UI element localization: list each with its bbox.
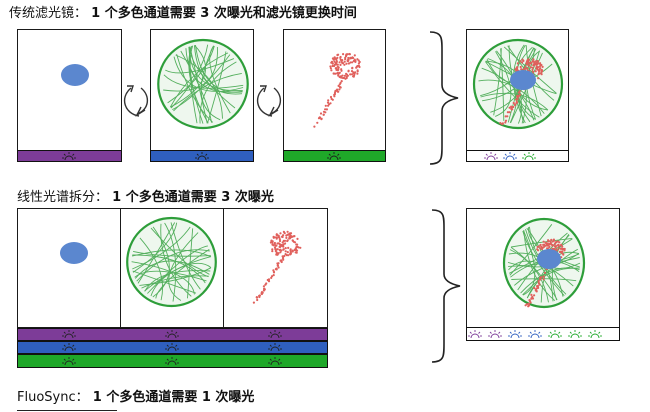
right-brace-icon-2 xyxy=(431,209,461,363)
sun-icon-spectral-a1 xyxy=(62,343,76,352)
sun-icon-composite-2 xyxy=(522,152,536,161)
sun-icon-spectral-c0 xyxy=(268,330,282,339)
sun-icon-purple xyxy=(62,152,76,161)
filter-composite-bar xyxy=(466,150,569,162)
cytoskeleton-fibers xyxy=(163,44,244,124)
sun-icon-spectral-a0 xyxy=(62,330,76,339)
cell-membrane xyxy=(157,38,249,130)
fluosync-underline xyxy=(17,410,117,411)
nucleus-shape xyxy=(61,64,89,86)
right-brace-icon xyxy=(429,31,459,165)
filter-panel-cytoskeleton xyxy=(150,29,254,151)
composite-image xyxy=(472,38,564,130)
sun-icon-spectral-composite-1 xyxy=(488,330,502,339)
composite-nucleus-2 xyxy=(537,249,561,269)
sun-icon-spectral-c2 xyxy=(268,357,282,366)
spectral-composite-panel xyxy=(466,208,620,328)
spectral-divider-2 xyxy=(223,208,224,368)
cell-membrane xyxy=(126,216,217,308)
mitochondria-dots xyxy=(252,230,302,304)
heading-fluosync: FluoSync： 1 个多色通道需要 1 次曝光 xyxy=(17,390,254,406)
spectral-bar-blue xyxy=(17,341,328,354)
sun-icon-spectral-b2 xyxy=(165,357,179,366)
filter-panel-mito xyxy=(283,29,386,151)
heading-fluosync-lead: FluoSync： xyxy=(17,390,89,405)
spectral-divider-1 xyxy=(120,208,121,368)
spectral-mito-image xyxy=(252,230,302,304)
sun-icon-spectral-a2 xyxy=(62,357,76,366)
composite-nucleus xyxy=(510,70,536,90)
sun-icon-spectral-composite-2 xyxy=(508,330,522,339)
heading-spectral: 线性光谱拆分： 1 个多色通道需要 3 次曝光 xyxy=(17,190,274,206)
rotate-arrow-icon xyxy=(123,85,148,117)
filter-composite-panel xyxy=(466,29,569,151)
spectral-bar-purple xyxy=(17,328,328,341)
filter-panel-nucleus xyxy=(17,29,122,151)
sun-icon-composite-1 xyxy=(503,152,517,161)
sun-icon-spectral-b1 xyxy=(165,343,179,352)
sun-icon-spectral-composite-6 xyxy=(588,330,602,339)
cytoskeleton-image xyxy=(157,38,249,130)
heading-spectral-lead: 线性光谱拆分： xyxy=(17,190,109,205)
sun-icon-spectral-composite-0 xyxy=(468,330,482,339)
spectral-cytoskeleton-image xyxy=(126,216,217,308)
spectral-composite-bar xyxy=(466,327,620,341)
heading-filter: 传统滤光镜： 1 个多色通道需要 3 次曝光和滤光镜更换时间 xyxy=(9,6,357,22)
rotate-arrow-icon-2 xyxy=(256,85,281,117)
mito-image xyxy=(313,52,361,128)
spectral-nucleus-shape xyxy=(60,242,88,264)
sun-icon-spectral-c1 xyxy=(268,343,282,352)
mitochondria-dots xyxy=(313,52,361,128)
cytoskeleton-fibers xyxy=(507,224,581,303)
spectral-composite-image xyxy=(502,217,586,309)
spectral-nucleus-image xyxy=(60,242,88,264)
sun-icon-blue xyxy=(195,152,209,161)
heading-spectral-rest: 1 个多色通道需要 3 次曝光 xyxy=(112,190,274,205)
sun-icon-composite-0 xyxy=(484,152,498,161)
sun-icon-spectral-composite-5 xyxy=(568,330,582,339)
heading-filter-lead: 传统滤光镜： xyxy=(9,6,88,21)
sun-icon-spectral-b0 xyxy=(165,330,179,339)
sun-icon-spectral-composite-3 xyxy=(528,330,542,339)
cytoskeleton-fibers xyxy=(131,222,212,302)
sun-icon-spectral-composite-4 xyxy=(548,330,562,339)
heading-filter-rest: 1 个多色通道需要 3 次曝光和滤光镜更换时间 xyxy=(91,6,357,21)
heading-fluosync-rest: 1 个多色通道需要 1 次曝光 xyxy=(92,390,255,405)
sun-icon-green xyxy=(327,152,341,161)
nucleus-image xyxy=(61,64,89,86)
